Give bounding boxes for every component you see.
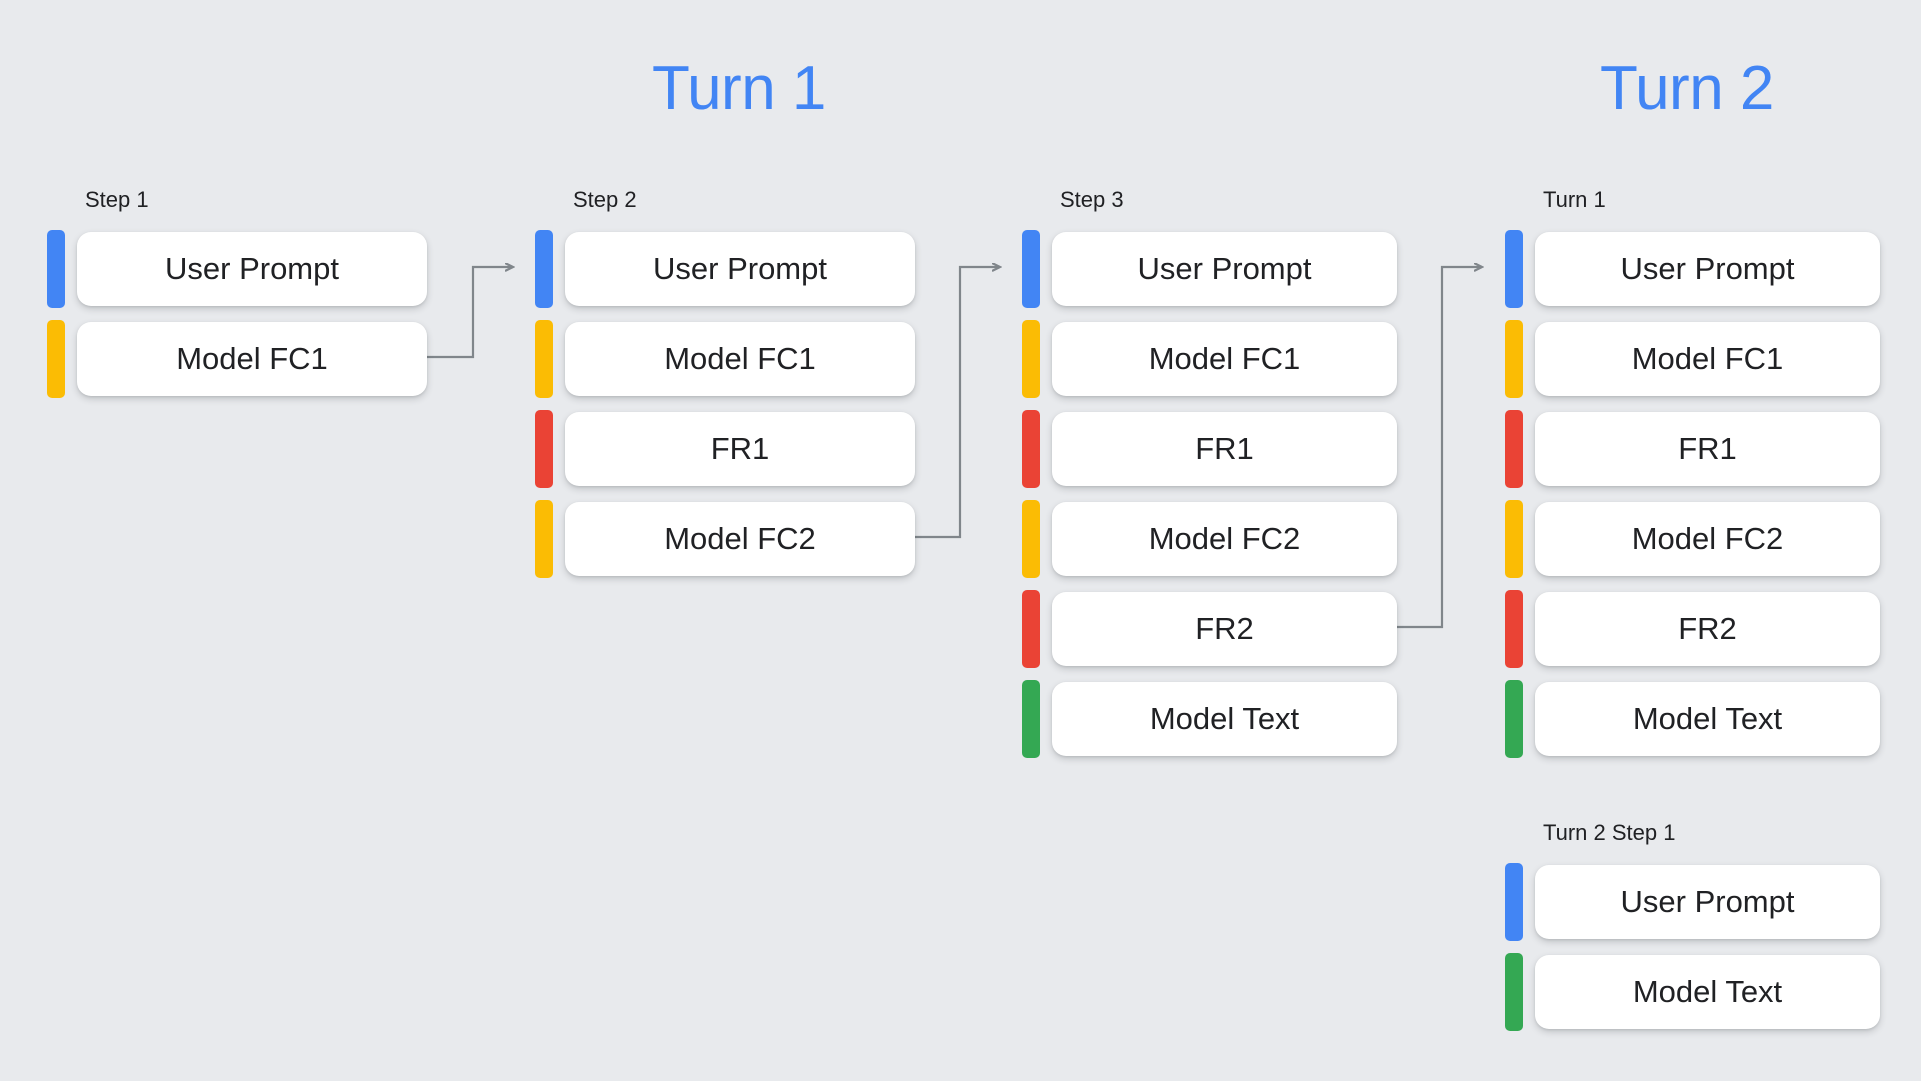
status-bar-yellow	[1505, 320, 1523, 398]
status-bar-blue	[1505, 230, 1523, 308]
status-bar-yellow	[1022, 320, 1040, 398]
arrow-step1-to-step2	[427, 267, 513, 359]
column-label-turn1: Turn 1	[1543, 187, 1606, 212]
status-bar-yellow	[1022, 500, 1040, 578]
message-card[interactable]: Model Text	[1052, 682, 1397, 756]
message-card[interactable]: User Prompt	[1535, 865, 1880, 939]
message-card[interactable]: FR1	[1535, 412, 1880, 486]
message-card[interactable]: FR1	[1052, 412, 1397, 486]
column-label-step3: Step 3	[1060, 187, 1124, 212]
status-bar-green	[1505, 953, 1523, 1031]
status-bar-red	[1505, 410, 1523, 488]
message-card[interactable]: User Prompt	[1535, 232, 1880, 306]
message-card[interactable]: User Prompt	[565, 232, 915, 306]
status-bar-red	[1022, 410, 1040, 488]
message-card[interactable]: FR2	[1052, 592, 1397, 666]
message-card[interactable]: Model FC1	[77, 322, 427, 396]
status-bar-red	[535, 410, 553, 488]
message-card[interactable]: Model FC1	[1052, 322, 1397, 396]
status-bar-blue	[535, 230, 553, 308]
status-bar-blue	[1022, 230, 1040, 308]
status-bar-green	[1505, 680, 1523, 758]
message-card[interactable]: FR2	[1535, 592, 1880, 666]
message-card[interactable]: Model FC1	[1535, 322, 1880, 396]
status-bar-blue	[1505, 863, 1523, 941]
column-label-turn2-step1: Turn 2 Step 1	[1543, 820, 1676, 845]
status-bar-blue	[47, 230, 65, 308]
message-card[interactable]: Model FC2	[1052, 502, 1397, 576]
arrow-step2-to-step3	[913, 267, 1000, 539]
message-card[interactable]: Model Text	[1535, 682, 1880, 756]
status-bar-yellow	[535, 320, 553, 398]
status-bar-yellow	[47, 320, 65, 398]
status-bar-red	[1505, 590, 1523, 668]
column-label-step1: Step 1	[85, 187, 149, 212]
message-card[interactable]: Model FC1	[565, 322, 915, 396]
message-card[interactable]: Model FC2	[565, 502, 915, 576]
message-card[interactable]: User Prompt	[1052, 232, 1397, 306]
arrow-step3-to-turn1	[1396, 267, 1482, 629]
message-card[interactable]: FR1	[565, 412, 915, 486]
status-bar-yellow	[1505, 500, 1523, 578]
message-card[interactable]: Model FC2	[1535, 502, 1880, 576]
turn-1-heading: Turn 1	[652, 54, 826, 123]
message-card[interactable]: Model Text	[1535, 955, 1880, 1029]
status-bar-red	[1022, 590, 1040, 668]
status-bar-yellow	[535, 500, 553, 578]
column-label-step2: Step 2	[573, 187, 637, 212]
status-bar-green	[1022, 680, 1040, 758]
turn-2-heading: Turn 2	[1600, 54, 1774, 123]
message-card[interactable]: User Prompt	[77, 232, 427, 306]
